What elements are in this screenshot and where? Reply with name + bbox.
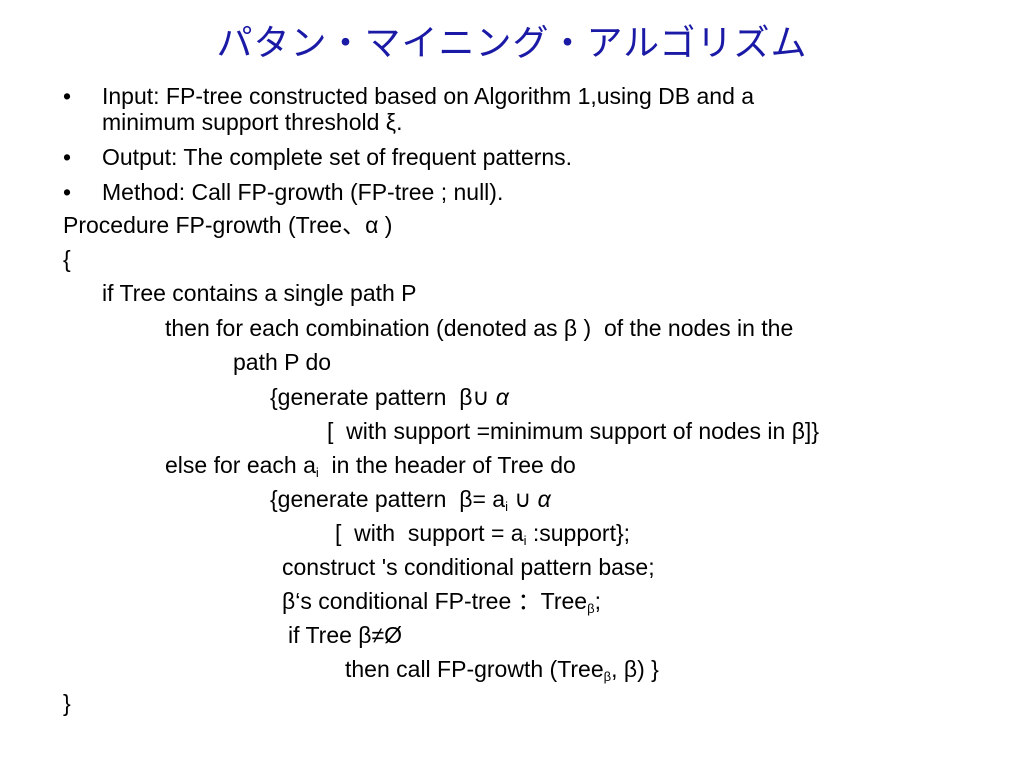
- code-support-2: [ with support = ai :support};: [335, 520, 631, 548]
- subscript-i: i: [315, 465, 319, 480]
- union-symbol: ∪: [508, 486, 538, 512]
- code-then-line2: path P do: [233, 349, 332, 375]
- code-conditional-tree-text: β‘s conditional FP-tree ：Tree: [282, 588, 588, 614]
- code-then-line1: then for each combination (denoted as β …: [165, 315, 794, 341]
- code-if-tree: if Tree contains a single path P: [102, 280, 417, 306]
- subscript-beta: β: [587, 601, 595, 616]
- code-else: else for each ai in the header of Tree d…: [165, 452, 576, 480]
- alpha-symbol: α: [495, 384, 509, 410]
- code-call-text: then call FP-growth (Tree: [345, 656, 604, 682]
- code-if-tree-beta: if Tree β≠Ø: [288, 622, 403, 648]
- subscript-beta: β: [603, 669, 612, 684]
- bullet-marker: •: [63, 83, 72, 109]
- code-call-rest: , β) }: [611, 656, 659, 682]
- code-call: then call FP-growth (Treeβ, β) }: [345, 656, 659, 684]
- slide-title: パタン・マイニング・アルゴリズム: [216, 23, 808, 64]
- bullet-marker: •: [63, 179, 72, 205]
- semicolon: ;: [594, 588, 601, 614]
- code-generate-1: {generate pattern β∪ α: [270, 386, 509, 409]
- procedure-header: Procedure FP-growth (Tree、α ): [63, 212, 393, 238]
- code-support-1: [ with support =minimum support of nodes…: [327, 418, 819, 444]
- code-generate-2-text: {generate pattern β= a: [270, 486, 506, 512]
- bullet-method: Method: Call FP-growth (FP-tree ; null).: [102, 179, 504, 205]
- code-generate-1-text: {generate pattern β∪: [270, 384, 496, 410]
- subscript-i: i: [523, 533, 527, 548]
- code-conditional-tree: β‘s conditional FP-tree ：Treeβ;: [282, 588, 601, 616]
- bullet-output: Output: The complete set of frequent pat…: [102, 144, 573, 170]
- code-support-2-rest: :support};: [526, 520, 631, 546]
- close-brace: }: [63, 690, 71, 716]
- code-construct: construct 's conditional pattern base;: [282, 554, 655, 580]
- alpha-symbol: α: [537, 486, 551, 512]
- open-brace: {: [63, 246, 71, 272]
- subscript-i: i: [505, 499, 508, 514]
- bullet-input-line1: Input: FP-tree constructed based on Algo…: [102, 83, 755, 109]
- bullet-input-line2: minimum support threshold ξ.: [102, 109, 403, 135]
- code-else-rest: in the header of Tree do: [318, 452, 576, 478]
- code-else-text: else for each a: [165, 452, 316, 478]
- bullet-marker: •: [63, 144, 72, 170]
- code-support-2-text: [ with support = a: [335, 520, 524, 546]
- code-generate-2: {generate pattern β= ai ∪ α: [270, 486, 551, 514]
